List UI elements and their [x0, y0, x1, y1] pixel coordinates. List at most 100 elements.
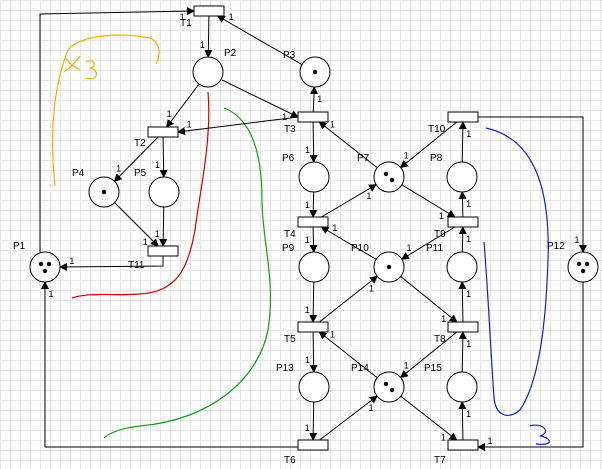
place-label: P15: [424, 363, 442, 374]
place-label: P8: [430, 153, 443, 164]
transition-t7[interactable]: T7: [434, 439, 479, 466]
blue-scribble: [483, 127, 549, 416]
place-p7[interactable]: P7: [357, 153, 405, 193]
arc-p12-t7: [477, 282, 584, 451]
arc-p3-t1: [216, 15, 303, 65]
transition-bar[interactable]: [147, 126, 179, 138]
arc-weight-label: 1: [305, 305, 310, 315]
place-circle[interactable]: [373, 161, 405, 193]
place-p4[interactable]: P4: [72, 168, 120, 208]
arc-t6-p1: [41, 281, 298, 448]
transition-t3[interactable]: T3: [284, 111, 329, 135]
arc-weight-label: 1: [369, 283, 374, 293]
arc-t10-p7: [399, 121, 458, 169]
transition-label: T7: [434, 455, 446, 466]
place-circle[interactable]: [192, 56, 224, 88]
place-p1[interactable]: P1: [13, 241, 61, 283]
token-dot: [46, 261, 52, 267]
arc-weight-label: 1: [317, 94, 322, 104]
place-label: P9: [282, 243, 295, 254]
transition-bar[interactable]: [447, 321, 479, 333]
place-p11[interactable]: P11: [426, 243, 478, 283]
place-circle[interactable]: [298, 371, 330, 403]
arc-t4-p7: [321, 184, 377, 218]
arc-t8-p14: [399, 331, 458, 379]
transition-bar[interactable]: [297, 216, 329, 228]
red-scribble: [71, 91, 210, 299]
place-label: P13: [276, 363, 294, 374]
place-p6[interactable]: P6: [282, 153, 330, 193]
transition-bar[interactable]: [193, 5, 225, 17]
transition-t5[interactable]: T5: [284, 321, 329, 345]
place-p15[interactable]: P15: [424, 363, 478, 403]
arc-weight-label: 1: [155, 229, 160, 239]
arc-weight-label: 1: [282, 112, 287, 122]
yellow-scribble-curve: [51, 34, 160, 187]
arc-weight-label: 1: [305, 145, 310, 155]
place-p5[interactable]: P5: [134, 168, 180, 208]
transition-t2[interactable]: T2: [134, 126, 179, 149]
place-circle[interactable]: [298, 251, 330, 283]
arc-weight-label: 1: [466, 339, 471, 349]
transition-bar[interactable]: [447, 111, 479, 123]
place-p9[interactable]: P9: [282, 243, 330, 283]
place-p8[interactable]: P8: [430, 153, 478, 193]
place-label: P12: [547, 241, 565, 252]
arc-weight-label: 1: [369, 403, 374, 413]
transition-label: T8: [434, 334, 446, 345]
place-circle[interactable]: [446, 251, 478, 283]
transition-t4[interactable]: T4: [284, 216, 329, 240]
place-circle[interactable]: [446, 161, 478, 193]
arc-weight-label: 1: [116, 164, 121, 174]
place-circle[interactable]: [373, 371, 405, 403]
arc-p7-t9: [401, 184, 456, 218]
place-circle[interactable]: [29, 251, 61, 283]
place-p10[interactable]: P10: [351, 243, 405, 283]
arc-p2-t3: [221, 79, 299, 118]
place-p13[interactable]: P13: [276, 363, 330, 403]
transition-t6[interactable]: T6: [284, 439, 329, 466]
place-p14[interactable]: P14: [351, 363, 405, 403]
arc-weight-label: 1: [366, 191, 371, 201]
arc-p10-t8: [400, 276, 458, 323]
place-circle[interactable]: [446, 371, 478, 403]
transition-t8[interactable]: T8: [434, 321, 479, 345]
token-dot: [383, 381, 389, 387]
arc-weight-label: 1: [305, 235, 310, 245]
arc-p13-t6: [309, 401, 318, 441]
green-scribble: [103, 107, 272, 439]
transition-bar[interactable]: [297, 439, 329, 451]
arc-weight-label: 1: [466, 129, 471, 139]
arc-t5-p10: [319, 275, 379, 323]
place-p2[interactable]: P2: [192, 48, 237, 88]
token-dot: [42, 268, 48, 274]
arc-p6-t4: [309, 191, 318, 218]
transition-t10[interactable]: T10: [428, 111, 479, 135]
place-label: P3: [283, 50, 296, 61]
transition-bar[interactable]: [297, 111, 329, 123]
arc-t1-p2: [204, 15, 213, 59]
place-circle[interactable]: [298, 161, 330, 193]
arc-weight-label: 1: [466, 199, 471, 209]
token-dot: [101, 189, 107, 195]
transition-bar[interactable]: [447, 216, 479, 228]
place-circle[interactable]: [567, 251, 599, 283]
transition-bar[interactable]: [147, 245, 179, 257]
arc-t2-p5: [159, 136, 168, 179]
place-p3[interactable]: P3: [283, 50, 331, 88]
transition-t1[interactable]: T1: [180, 5, 225, 29]
place-label: P11: [426, 243, 443, 254]
arc-t11-p1: [59, 256, 164, 271]
arc-weight-label: 1: [229, 12, 234, 22]
transition-bar[interactable]: [447, 439, 479, 451]
place-p12[interactable]: P12: [547, 241, 599, 283]
transition-t9[interactable]: T9: [434, 216, 479, 240]
arc-t6-p14: [319, 395, 378, 441]
place-circle[interactable]: [148, 176, 180, 208]
arc-weight-label: 1: [305, 200, 310, 210]
transition-t11[interactable]: T11: [128, 245, 179, 271]
arc-t10-p12: [478, 116, 587, 253]
arc-weight-label: 1: [155, 160, 160, 170]
transition-bar[interactable]: [297, 321, 329, 333]
arc-weight-label: 1: [180, 12, 185, 22]
